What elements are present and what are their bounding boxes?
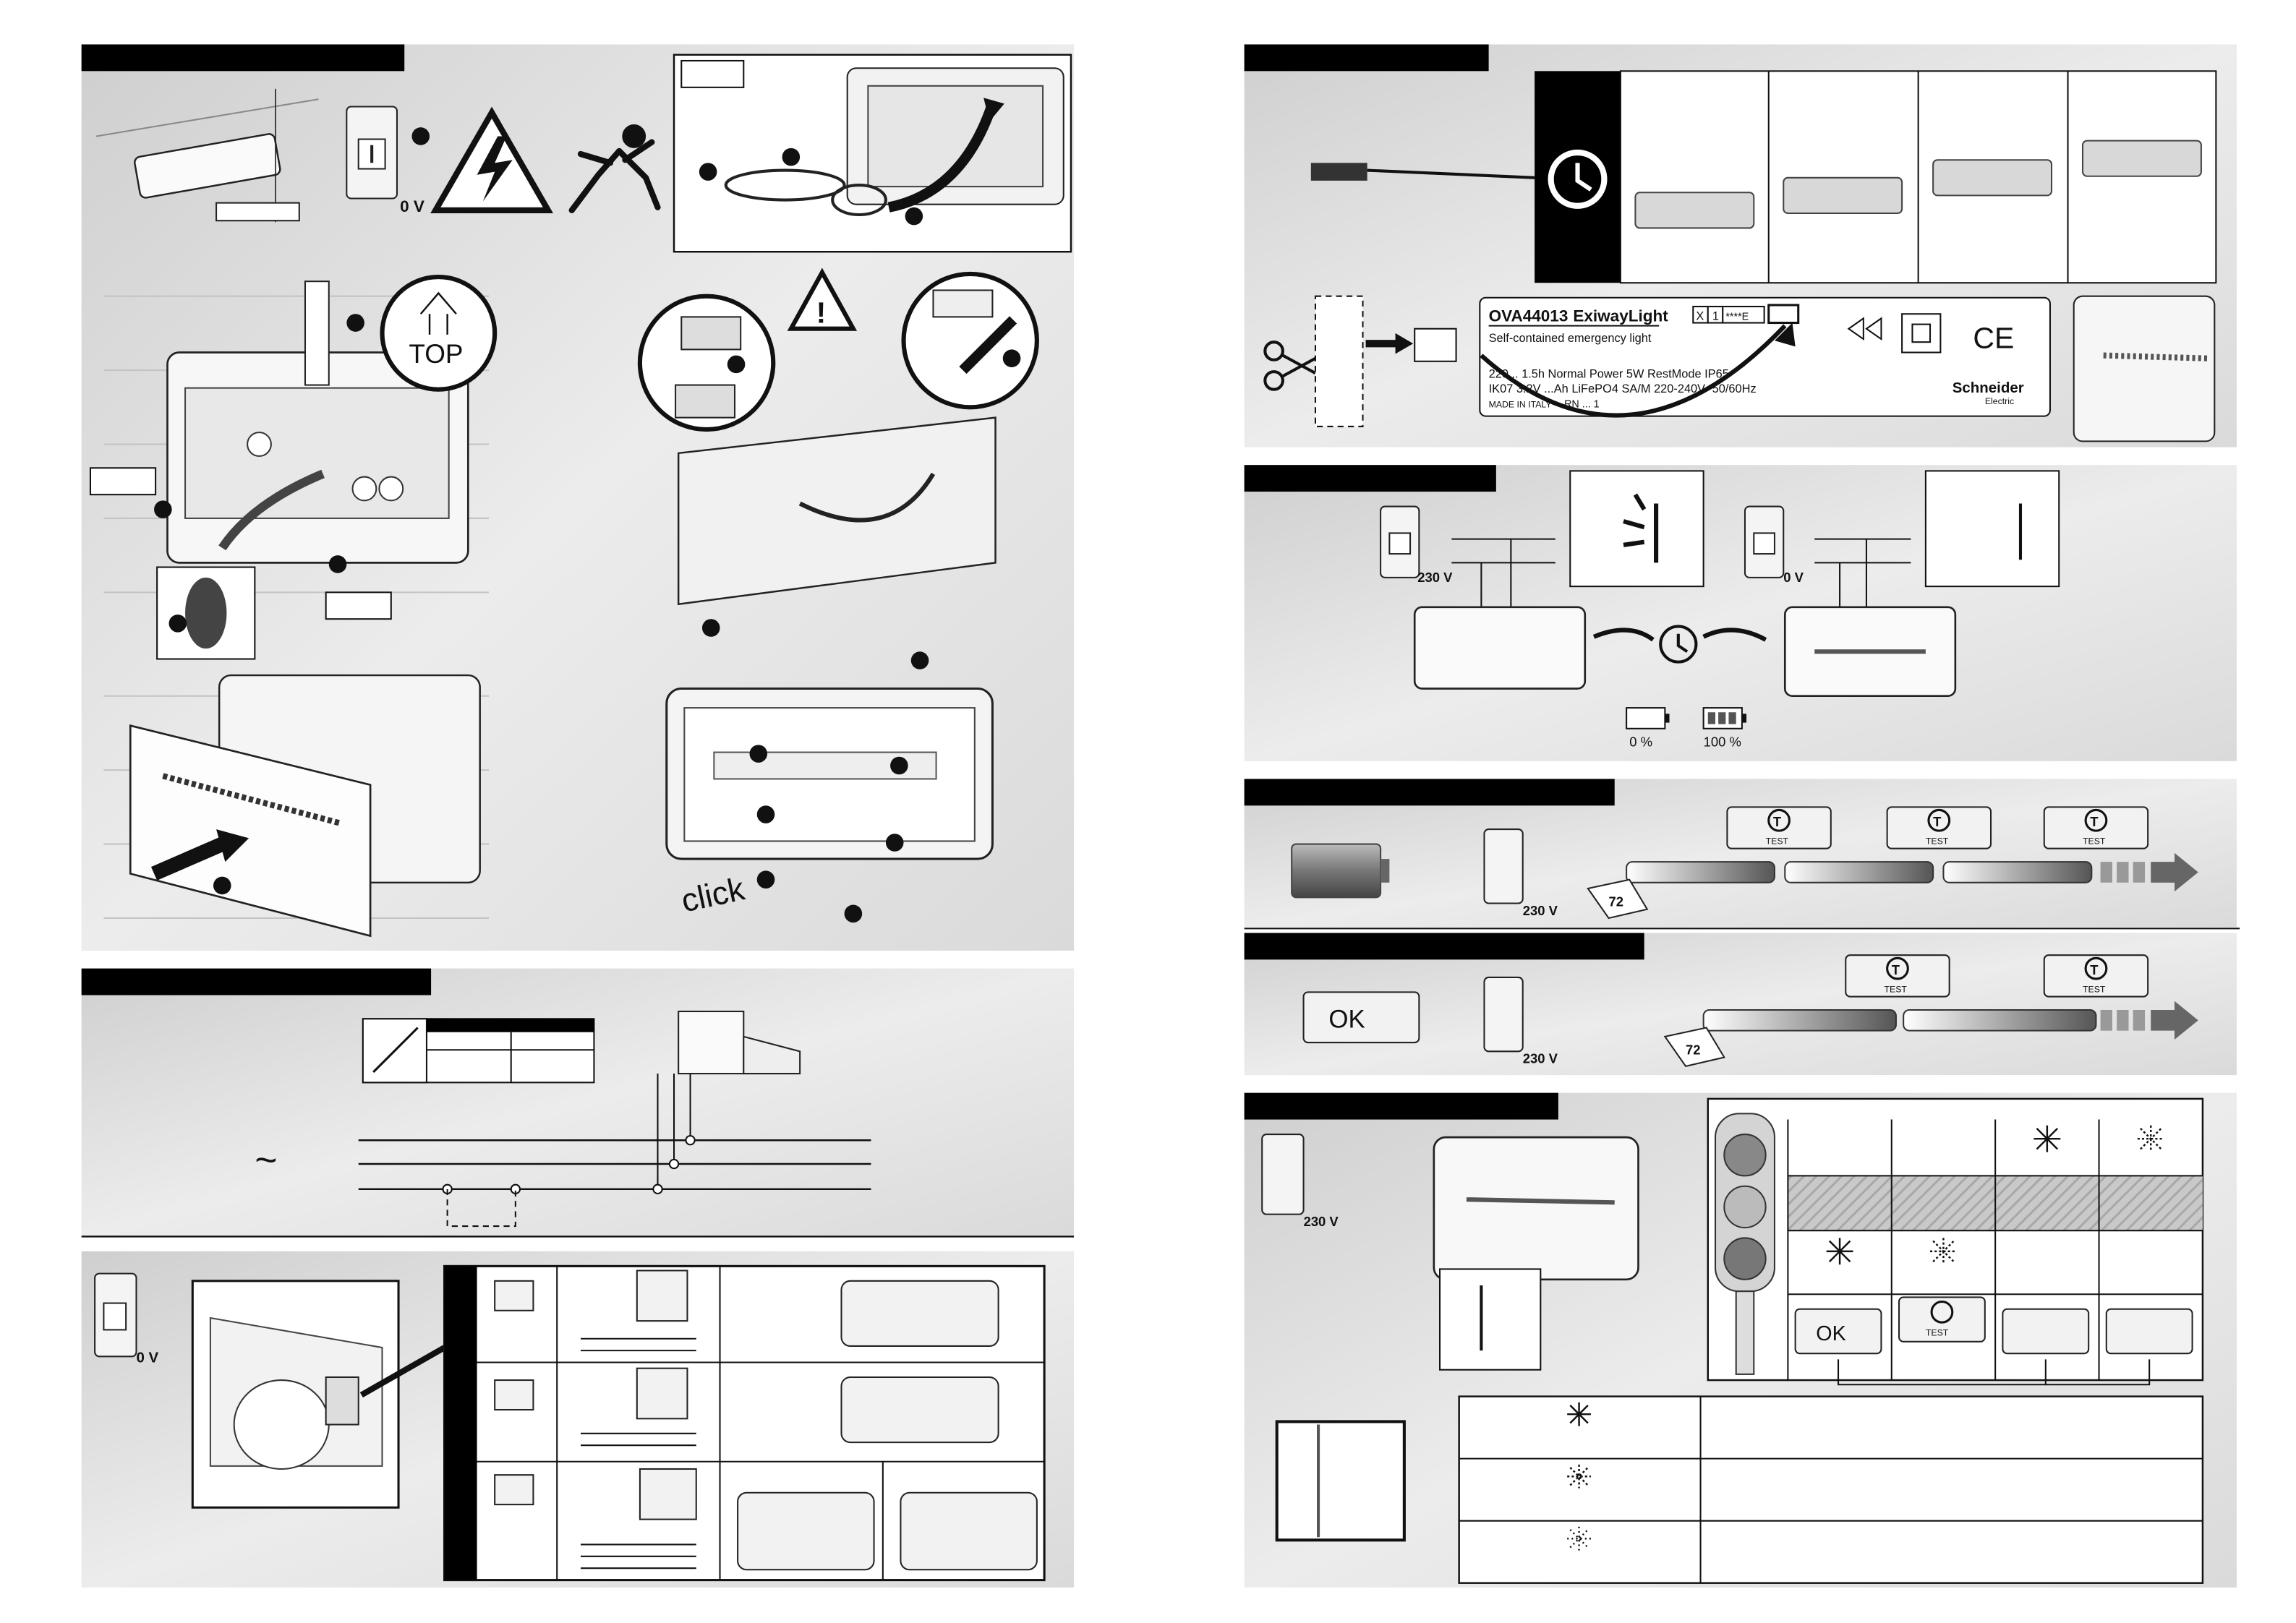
section-header-bar bbox=[1244, 1092, 1558, 1120]
svg-text:****E: ****E bbox=[1725, 311, 1749, 322]
circuit-breaker-icon bbox=[1483, 828, 1524, 904]
charging-panel: 230 V 0 V 0 % 100 % bbox=[1244, 465, 2237, 761]
svg-text:TEST: TEST bbox=[1766, 836, 1789, 847]
circuit-breaker-icon bbox=[1483, 976, 1524, 1053]
test-timeline-panel: OK 230 V T T TEST TEST 72 bbox=[1244, 933, 2237, 1076]
made-in: MADE IN ITALY bbox=[1489, 399, 1552, 409]
section-header-bar bbox=[1244, 779, 1615, 806]
voltage-label: 230 V bbox=[1523, 903, 1558, 918]
electrocution-person-icon bbox=[568, 124, 661, 213]
top-label: TOP bbox=[409, 339, 463, 369]
circuit-breaker-icon bbox=[94, 1272, 137, 1358]
voltage-label: 230 V bbox=[1304, 1214, 1339, 1229]
label-panel: OVA44013 ExiwayLight X 1 ****E Self-cont… bbox=[1244, 44, 2237, 447]
svg-text:TEST: TEST bbox=[1885, 984, 1908, 994]
top-arrow-magnifier: TOP bbox=[380, 274, 498, 392]
connector-detail: ! bbox=[637, 267, 1039, 669]
config-table bbox=[443, 1264, 1046, 1582]
svg-text:TEST: TEST bbox=[2083, 984, 2106, 994]
voltage-label: 230 V bbox=[1417, 570, 1453, 585]
back-box bbox=[166, 281, 469, 564]
circuit-breaker-icon bbox=[1744, 505, 1785, 578]
rating-label: OVA44013 ExiwayLight X 1 ****E Self-cont… bbox=[1479, 296, 2051, 417]
spec-line-1: 220... 1.5h Normal Power 5W RestMode IP6… bbox=[1489, 367, 1729, 380]
configuration-panel: 0 V bbox=[81, 1251, 1075, 1588]
svg-text:TEST: TEST bbox=[1926, 836, 1949, 847]
section-header-bar bbox=[1244, 465, 1496, 492]
knockout-inset bbox=[673, 53, 1072, 253]
traffic-light-icon bbox=[1714, 1113, 1775, 1375]
brand-logo: Schneider bbox=[1953, 380, 2024, 396]
svg-text:T: T bbox=[2090, 814, 2099, 829]
svg-text:T: T bbox=[1773, 814, 1782, 829]
luminaire-on-wall bbox=[134, 133, 281, 199]
model-number: OVA44013 bbox=[1489, 307, 1569, 325]
voltage-label: 0 V bbox=[1783, 570, 1804, 585]
step-bullet bbox=[411, 127, 430, 145]
voltage-label: 230 V bbox=[1523, 1051, 1558, 1066]
svg-text:T: T bbox=[1892, 962, 1900, 977]
status-table: OK TEST bbox=[1707, 1097, 2204, 1386]
electric-hazard-icon bbox=[430, 106, 554, 213]
spec-line-2: IK07 3.2V ...Ah LiFePO4 SA/M 220-240V~50… bbox=[1489, 382, 1757, 395]
calendar-label: 72 bbox=[1686, 1042, 1701, 1057]
calendar-label: 72 bbox=[1609, 894, 1624, 909]
legend-table bbox=[1458, 1395, 2204, 1584]
label-subtitle: Self-contained emergency light bbox=[1489, 332, 1652, 345]
svg-text:T: T bbox=[2090, 962, 2099, 977]
timer-icon bbox=[1548, 149, 1608, 209]
section-header-bar bbox=[81, 968, 432, 995]
circuit-breaker-icon bbox=[346, 106, 398, 200]
svg-text:1: 1 bbox=[1712, 309, 1719, 322]
svg-text:T: T bbox=[1933, 814, 1942, 829]
svg-text:TEST: TEST bbox=[1926, 1328, 1949, 1338]
installation-panel: 0 V bbox=[81, 44, 1075, 951]
status-panel: 230 V bbox=[1244, 1092, 2237, 1588]
voltage-label: 0 V bbox=[400, 197, 424, 215]
product-name: ExiwayLight bbox=[1573, 307, 1668, 325]
ac-symbol: ~ bbox=[255, 1139, 277, 1181]
svg-text:Electric: Electric bbox=[1985, 396, 2014, 406]
fixing-detail-inset bbox=[156, 566, 256, 660]
section-header-bar bbox=[1244, 44, 1489, 72]
ok-label: OK bbox=[1816, 1322, 1845, 1345]
circuit-breaker-icon bbox=[1261, 1134, 1305, 1215]
svg-text:TEST: TEST bbox=[2083, 836, 2106, 847]
voltage-label: 0 V bbox=[136, 1349, 158, 1366]
battery-full-label: 100 % bbox=[1704, 734, 1741, 749]
svg-text:!: ! bbox=[816, 296, 827, 330]
battery-empty-icon bbox=[1626, 707, 1670, 729]
ce-mark: CE bbox=[1973, 321, 2014, 354]
circuit-breaker-icon bbox=[1380, 505, 1420, 578]
ok-label: OK bbox=[1328, 1006, 1365, 1034]
front-cover bbox=[129, 674, 481, 938]
battery-full-icon bbox=[1702, 707, 1747, 729]
wiring-panel: ~ bbox=[81, 968, 1075, 1236]
battery-empty-label: 0 % bbox=[1629, 734, 1652, 749]
section-header-bar bbox=[1244, 933, 1644, 960]
svg-text:X: X bbox=[1696, 309, 1704, 322]
scissors-icon bbox=[1263, 341, 1316, 391]
test-timeline-panel: 230 V T T T TEST TEST TEST 72 bbox=[1244, 779, 2237, 928]
section-header-bar bbox=[81, 44, 405, 72]
dimension-label-box bbox=[215, 202, 300, 222]
